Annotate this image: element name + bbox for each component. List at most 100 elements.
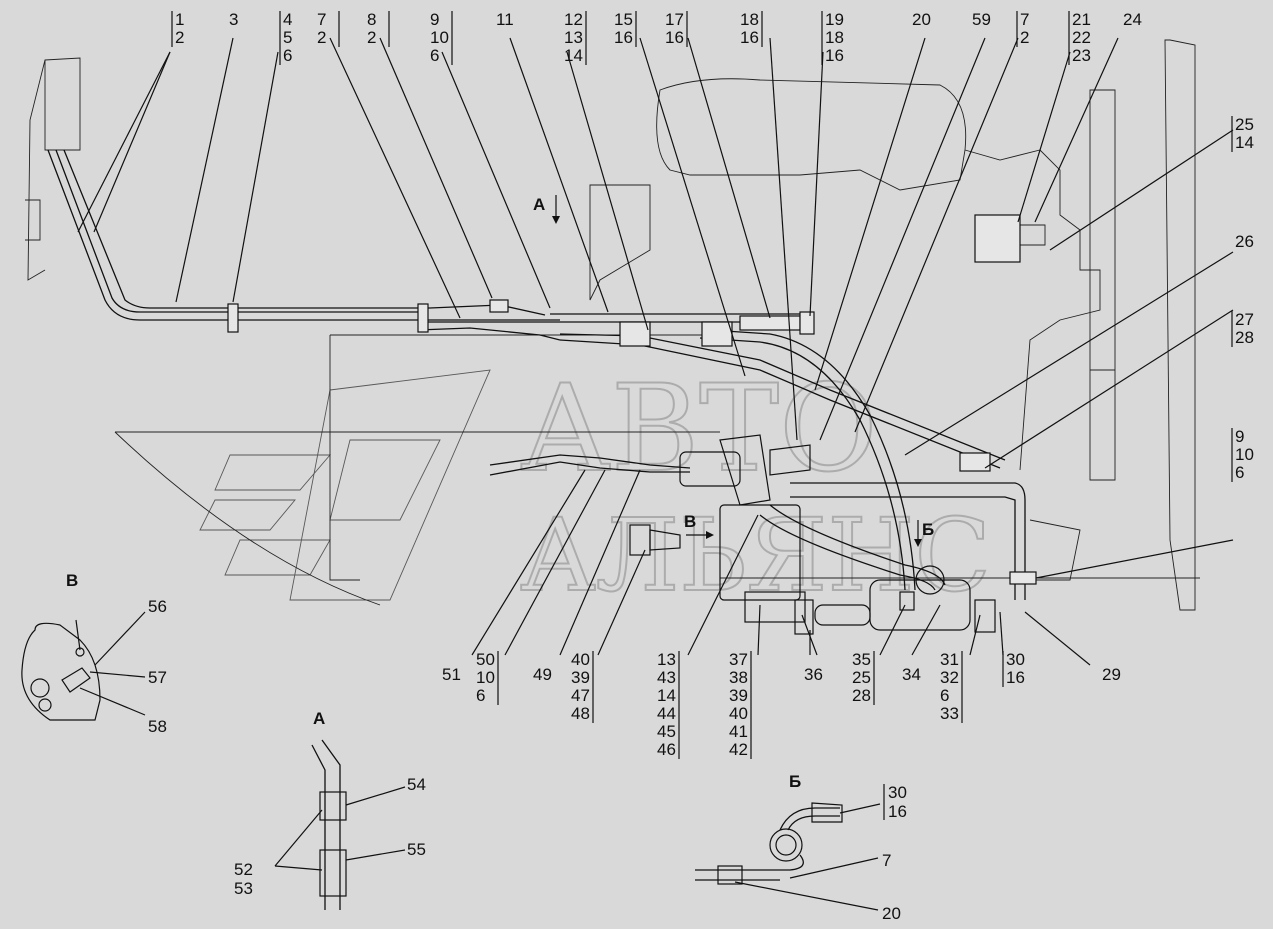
svg-text:Б: Б <box>922 520 934 539</box>
svg-text:Б: Б <box>789 772 801 791</box>
callout-number: 21 <box>1072 10 1091 29</box>
callout-c8: 82 <box>367 10 390 47</box>
callout-c1: 12 <box>171 10 184 47</box>
callout-number: 34 <box>902 665 921 684</box>
callout-number: 12 <box>564 10 583 29</box>
callout-number: 2 <box>1020 28 1029 47</box>
callout-number: 10 <box>1235 445 1254 464</box>
callout-number: 30 <box>1006 650 1025 669</box>
callout-number: 6 <box>476 686 485 705</box>
callout-number: 48 <box>571 704 590 723</box>
callout-number: 22 <box>1072 28 1091 47</box>
callout-number: 8 <box>367 10 376 29</box>
callout-number: 28 <box>1235 328 1254 347</box>
callout-number: 44 <box>657 704 676 723</box>
view-b-detail: Б 30 16 7 20 <box>695 772 907 923</box>
callout-c29: 29 <box>1102 665 1121 684</box>
callout-number: 42 <box>729 740 748 759</box>
callout-number: 31 <box>940 650 959 669</box>
callout-number: 13 <box>564 28 583 47</box>
callout-c34: 34 <box>902 665 921 684</box>
callout-number: 6 <box>430 46 439 65</box>
pump-assembly <box>629 434 996 635</box>
callout-number: 59 <box>972 10 991 29</box>
callout-number: 16 <box>1006 668 1025 687</box>
callout-number: 6 <box>283 46 292 65</box>
view-v-marker: В <box>684 512 714 539</box>
callout-number: 9 <box>430 10 439 29</box>
callout-number: 4 <box>283 10 292 29</box>
callout-number: 39 <box>729 686 748 705</box>
callout-c59: 59 <box>972 10 991 29</box>
svg-text:16: 16 <box>888 802 907 821</box>
svg-text:20: 20 <box>882 904 901 923</box>
callout-number: 10 <box>476 668 495 687</box>
callout-number: 3 <box>229 10 238 29</box>
callout-number: 16 <box>614 28 633 47</box>
callout-number: 26 <box>1235 232 1254 251</box>
callout-number: 23 <box>1072 46 1091 65</box>
callout-number: 5 <box>283 28 292 47</box>
callout-number: 9 <box>1235 427 1244 446</box>
callout-number: 7 <box>317 10 326 29</box>
watermark-line2: АЛЬЯНС <box>520 497 991 614</box>
callout-number: 25 <box>852 668 871 687</box>
callout-number: 13 <box>657 650 676 669</box>
callout-c51: 51 <box>442 665 461 684</box>
svg-text:53: 53 <box>234 879 253 898</box>
callout-number: 37 <box>729 650 748 669</box>
callout-number: 20 <box>912 10 931 29</box>
view-v-detail: В 56 57 58 <box>21 571 167 736</box>
callout-number: 40 <box>729 704 748 723</box>
callout-number: 14 <box>564 46 583 65</box>
callout-number: 18 <box>825 28 844 47</box>
fittings <box>227 214 1037 585</box>
svg-text:А: А <box>313 709 325 728</box>
callouts-bottom: 5150106494039474813431444454637383940414… <box>442 650 1121 759</box>
callout-c4: 456 <box>279 10 292 65</box>
callout-number: 45 <box>657 722 676 741</box>
callout-c20: 20 <box>912 10 931 29</box>
svg-text:55: 55 <box>407 840 426 859</box>
callout-number: 2 <box>367 28 376 47</box>
view-a-detail: А 54 55 52 53 <box>234 709 426 910</box>
callout-number: 14 <box>1235 133 1254 152</box>
callout-c49: 49 <box>533 665 552 684</box>
callout-number: 29 <box>1102 665 1121 684</box>
svg-text:56: 56 <box>148 597 167 616</box>
callout-number: 11 <box>496 10 514 29</box>
svg-text:7: 7 <box>882 851 891 870</box>
callout-number: 50 <box>476 650 495 669</box>
callout-number: 38 <box>729 668 748 687</box>
callout-c3: 3 <box>229 10 238 29</box>
callout-number: 43 <box>657 668 676 687</box>
callout-number: 7 <box>1020 10 1029 29</box>
callout-number: 10 <box>430 28 449 47</box>
callout-number: 28 <box>852 686 871 705</box>
callout-number: 40 <box>571 650 590 669</box>
callout-number: 6 <box>940 686 949 705</box>
callout-number: 19 <box>825 10 844 29</box>
callout-number: 18 <box>740 10 759 29</box>
callout-number: 24 <box>1123 10 1142 29</box>
callout-number: 51 <box>442 665 461 684</box>
callout-c11: 11 <box>496 10 514 29</box>
view-a-marker: А <box>533 195 560 224</box>
leader-lines <box>77 37 1234 666</box>
svg-text:57: 57 <box>148 668 167 687</box>
